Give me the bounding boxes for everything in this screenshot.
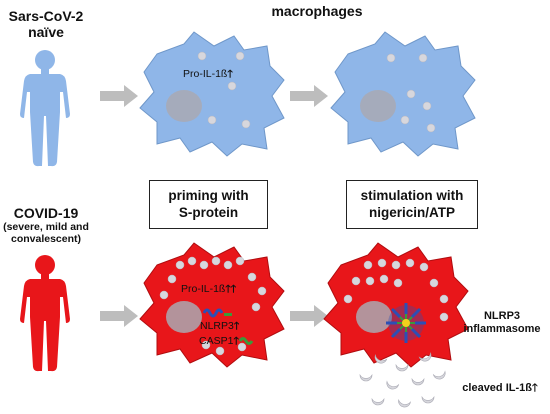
granules (197, 51, 251, 129)
stimulation-box: stimulation with nigericin/ATP (346, 180, 478, 229)
inflammasome-line2: inflammasome (463, 322, 541, 335)
pro-il1b-text: Pro-IL-1ß (181, 283, 226, 295)
up-arrow-icon: 🡑 (227, 68, 233, 80)
arrow-icon (100, 305, 138, 327)
covid-person-icon (20, 255, 70, 372)
pro-il1b-label-top: Pro-IL-1ß🡑 (183, 66, 233, 84)
up-arrow-icon: 🡑 (531, 382, 538, 394)
double-up-arrow-icon: 🡑🡑 (225, 283, 237, 295)
cleaved-il1b-text: cleaved IL-1ß (462, 382, 532, 394)
nlrp3-text: NLRP3 (200, 320, 234, 332)
cleaved-il1b-label: cleaved IL-1ß🡑 (452, 382, 548, 395)
covid-subtitle-line2: convalescent) (10, 233, 82, 246)
inflammasome-icon (386, 303, 426, 343)
covid-label: COVID-19 (severe, mild and convalescent) (0, 205, 92, 245)
priming-box: priming with S-protein (149, 180, 268, 229)
macrophage-stimulated-naive (330, 31, 476, 157)
stimulation-line1: stimulation with (360, 187, 464, 203)
naive-person-icon (20, 50, 70, 167)
naive-label-line1: Sars-CoV-2 (8, 8, 84, 24)
macrophage-stimulated-covid (323, 242, 469, 368)
granules (343, 258, 449, 322)
up-arrow-icon: 🡑 (233, 320, 240, 332)
naive-label: Sars-CoV-2 naïve (4, 8, 88, 40)
granules (386, 53, 436, 133)
macrophages-label: macrophages (271, 3, 363, 19)
nlrp3-inflammasome-label: NLRP3 inflammasome (455, 310, 549, 335)
up-arrow-icon: 🡑 (233, 335, 239, 347)
casp1-label: CASP1🡑 (199, 333, 239, 351)
covid-subtitle-line1: (severe, mild and (3, 221, 89, 234)
stimulation-line2: nigericin/ATP (368, 204, 455, 220)
pro-il1b-text: Pro-IL-1ß (183, 68, 228, 80)
naive-label-line2: naïve (28, 24, 64, 41)
macrophage-primed-covid (139, 242, 285, 368)
covid-title: COVID-19 (13, 205, 79, 221)
macrophage-primed-naive (139, 31, 285, 157)
priming-line1: priming with (168, 187, 249, 203)
inflammasome-line1: NLRP3 (483, 310, 521, 322)
casp1-text: CASP1 (199, 335, 234, 347)
priming-line2: S-protein (178, 204, 239, 220)
granules (159, 256, 267, 356)
arrow-icon (100, 85, 138, 107)
arrow-icon (290, 85, 328, 107)
pro-il1b-label-bottom: Pro-IL-1ß🡑🡑 (181, 281, 236, 299)
arrow-icon (290, 305, 328, 327)
nlrp3-label: NLRP3🡑 (200, 318, 239, 336)
